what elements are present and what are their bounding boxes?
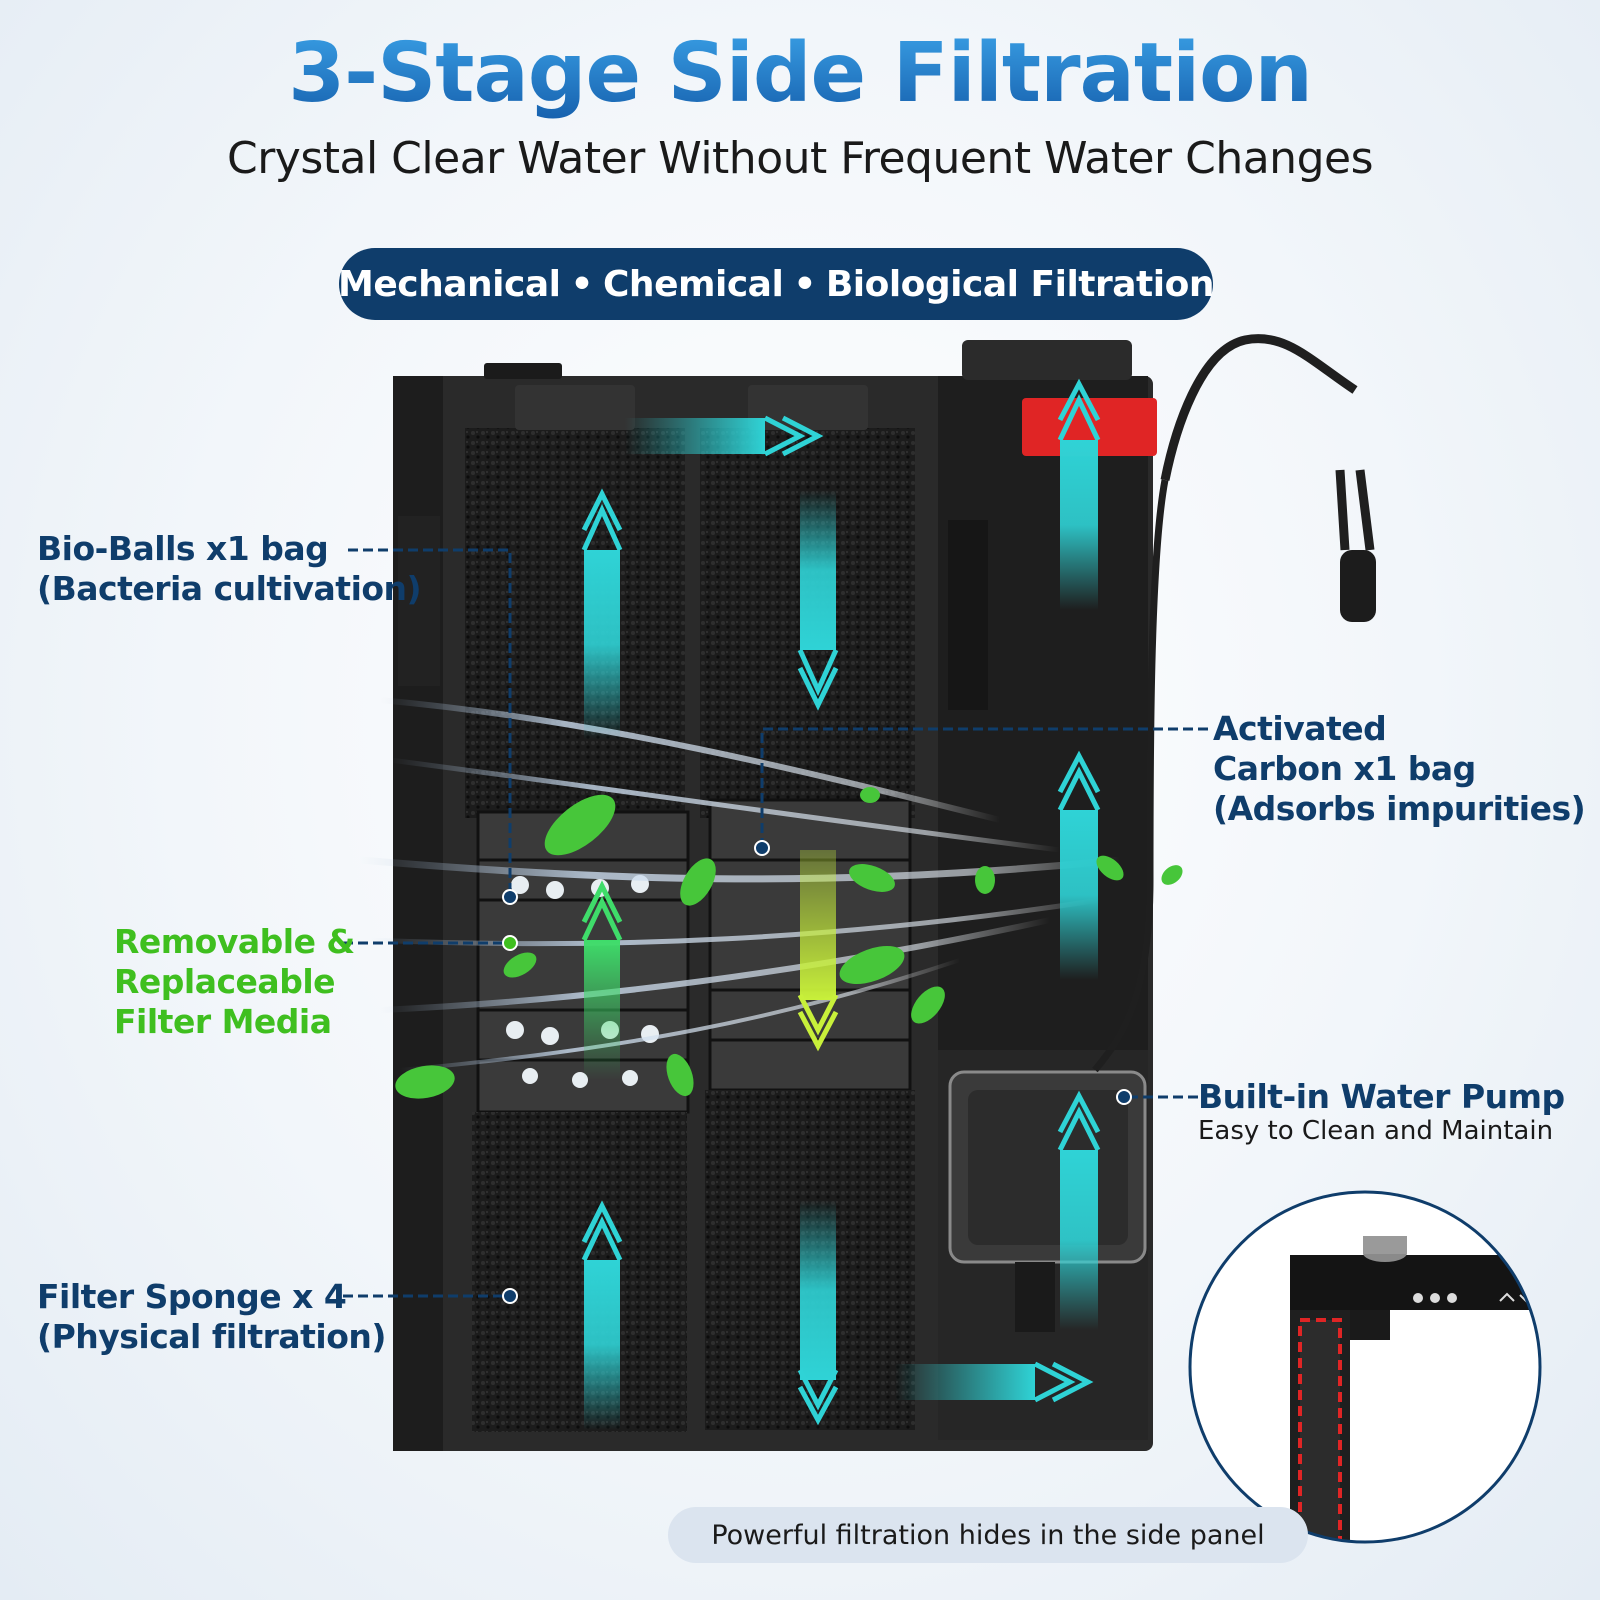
filter-sponge-label-line2: (Physical filtration) xyxy=(37,1317,387,1356)
page-subtitle: Crystal Clear Water Without Frequent Wat… xyxy=(226,133,1374,184)
activated-carbon-label-line1: Activated xyxy=(1213,709,1387,748)
banner-separator-2: • xyxy=(793,263,816,305)
banner-biological: Biological Filtration xyxy=(825,263,1215,305)
activated-carbon-label-line3: (Adsorbs impurities) xyxy=(1213,789,1586,828)
activated-carbon-label: Activated Carbon x1 bag (Adsorbs impurit… xyxy=(1213,709,1586,829)
bio-balls-label: Bio-Balls x1 bag (Bacteria cultivation) xyxy=(37,529,422,609)
filter-media-label-line2: Replaceable xyxy=(114,962,336,1001)
side-panel-caption: Powerful filtration hides in the side pa… xyxy=(668,1507,1308,1563)
banner-mechanical: Mechanical xyxy=(338,263,561,305)
callout-leaders xyxy=(343,548,1208,1298)
flow-arrows xyxy=(581,378,1101,1430)
water-pump-label: Built-in Water Pump xyxy=(1198,1077,1565,1116)
activated-carbon-label-line2: Carbon x1 bag xyxy=(1213,749,1476,788)
banner-separator-1: • xyxy=(570,263,594,305)
leaf-icons xyxy=(395,787,1183,1099)
filter-media-label-line1: Removable & xyxy=(114,922,355,961)
banner-chemical: Chemical xyxy=(603,263,784,305)
bio-balls-label-line2: (Bacteria cultivation) xyxy=(37,569,422,608)
bottom-filter-sponges xyxy=(472,1090,915,1432)
filter-media-label: Removable & Replaceable Filter Media xyxy=(114,922,355,1042)
filter-sponge-label-line1: Filter Sponge x 4 xyxy=(37,1277,347,1316)
filter-media-label-line3: Filter Media xyxy=(114,1002,332,1041)
filtration-types-banner: Mechanical • Chemical • Biological Filtr… xyxy=(338,248,1215,320)
water-pump-sublabel: Easy to Clean and Maintain xyxy=(1198,1116,1554,1146)
page-title: 3-Stage Side Filtration xyxy=(0,26,1600,121)
bio-balls-label-line1: Bio-Balls x1 bag xyxy=(37,529,329,568)
side-panel-inset xyxy=(1188,1190,1542,1544)
filter-sponge-label: Filter Sponge x 4 (Physical filtration) xyxy=(37,1277,387,1357)
callout-dots xyxy=(502,840,1132,1304)
